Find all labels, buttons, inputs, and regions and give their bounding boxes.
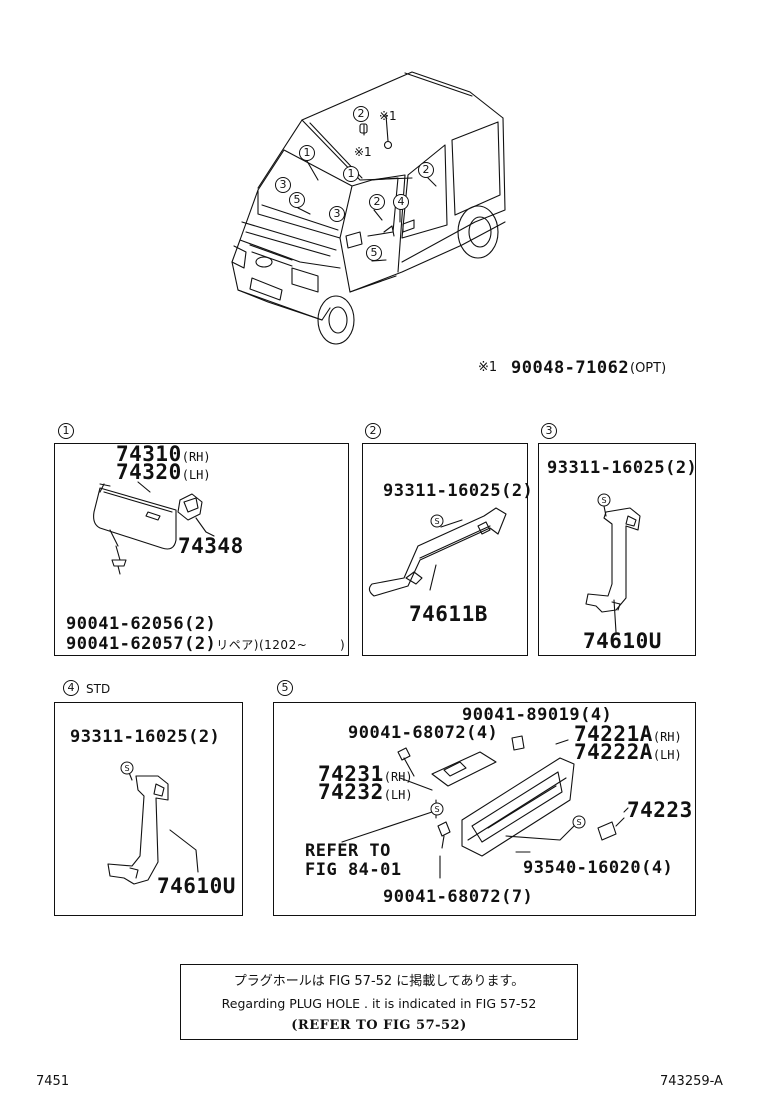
overview-callout-5: 5 <box>366 245 382 261</box>
lamp-bolt-a-part-number: 90041-68072(4) <box>348 723 499 743</box>
panel-5-number: 5 <box>277 680 293 696</box>
rh-suffix: (RH) <box>383 770 413 784</box>
panel-5-frame <box>273 702 696 916</box>
lh-suffix: (LH) <box>181 468 211 482</box>
visor-clip-part-number: 74348 <box>178 534 244 558</box>
svg-text:S: S <box>576 818 581 827</box>
illustration-code: 743259-A <box>660 1074 723 1089</box>
footnote-mark: ※1 <box>478 360 498 375</box>
refer-to-line-1: REFER TO <box>305 841 391 861</box>
panel-4-frame <box>54 702 243 916</box>
overview-callout-3: 3 <box>275 177 291 193</box>
grip-screw-part-number: 93311-16025(2) <box>70 727 221 747</box>
svg-text:S: S <box>601 496 606 505</box>
lamp-bolt-b-part-number: 90041-68072(7) <box>383 887 534 907</box>
lamp-bracket-lh-part-number: 74232(LH) <box>318 780 413 804</box>
assist-grip-part-number: 74610U <box>583 629 662 653</box>
svg-text:S: S <box>124 764 129 773</box>
overview-callout-1: 1 <box>299 145 315 161</box>
lamp-bolt-top-part-number: 90041-89019(4) <box>462 705 613 725</box>
lh-suffix: (LH) <box>652 748 682 762</box>
plug-hole-note-box: プラグホールは FIG 57-52 に掲載してあります。 Regarding P… <box>180 964 578 1040</box>
overview-callout-1: 1 <box>343 166 359 182</box>
vehicle-overview-illustration <box>0 0 760 400</box>
svg-text:S: S <box>434 805 439 814</box>
assist-grip-part-number: 74610U <box>157 874 236 898</box>
svg-text:S: S <box>434 517 439 526</box>
note-english-line: Regarding PLUG HOLE . it is indicated in… <box>221 996 537 1011</box>
lamp-bracket-rh-part-number: 74231(RH) <box>318 762 413 786</box>
rh-suffix: (RH) <box>652 730 682 744</box>
lamp-cap-part-number: 74223 <box>627 798 693 822</box>
panel-4-tag: STD <box>86 682 111 696</box>
overview-callout-2: 2 <box>418 162 434 178</box>
overview-ref-mark: ※1 <box>379 109 397 123</box>
sun-visor-rh-part-number: 74310(RH) <box>116 442 211 466</box>
visor-screw-repair-part-number: 90041-62057(2)リペア)(1202~ <box>66 634 308 654</box>
overview-callout-5: 5 <box>289 192 305 208</box>
assist-grip-part-number: 74611B <box>409 602 488 626</box>
repair-note: リペア)(1202~ <box>216 638 308 652</box>
interior-lamp-lh-part-number: 74222A(LH) <box>574 740 682 764</box>
interior-lamp-rh-part-number: 74221A(RH) <box>574 722 682 746</box>
sun-visor-lh-part-number: 74320(LH) <box>116 460 211 484</box>
figure-number: 7451 <box>36 1074 70 1089</box>
footnote-part-number: 90048-71062 <box>511 358 630 378</box>
visor-screw-part-number: 90041-62056(2) <box>66 614 217 634</box>
panel-4-number: 4 <box>63 680 79 696</box>
panel-1-frame <box>54 443 349 656</box>
overview-callout-2: 2 <box>353 106 369 122</box>
footnote-suffix: (OPT) <box>630 361 667 376</box>
rh-suffix: (RH) <box>181 450 211 464</box>
lamp-clip-part-number: 93540-16020(4) <box>523 858 674 878</box>
overview-ref-mark: ※1 <box>354 145 372 159</box>
overview-callout-3: 3 <box>329 206 345 222</box>
lh-suffix: (LH) <box>383 788 413 802</box>
overview-callout-4: 4 <box>393 194 409 210</box>
note-japanese-line: プラグホールは FIG 57-52 に掲載してあります。 <box>233 974 525 989</box>
note-refer-line: (REFER TO FIG 57-52) <box>291 1018 467 1033</box>
repair-note-end: ) <box>340 638 345 652</box>
refer-to-line-2: FIG 84-01 <box>305 860 402 880</box>
panel-2-frame <box>362 443 528 656</box>
panel-3-frame <box>538 443 696 656</box>
panel-1-number: 1 <box>58 423 74 439</box>
panel-2-number: 2 <box>365 423 381 439</box>
overview-callout-2: 2 <box>369 194 385 210</box>
grip-screw-part-number: 93311-16025(2) <box>383 481 534 501</box>
grip-screw-part-number: 93311-16025(2) <box>547 458 698 478</box>
panel-3-number: 3 <box>541 423 557 439</box>
